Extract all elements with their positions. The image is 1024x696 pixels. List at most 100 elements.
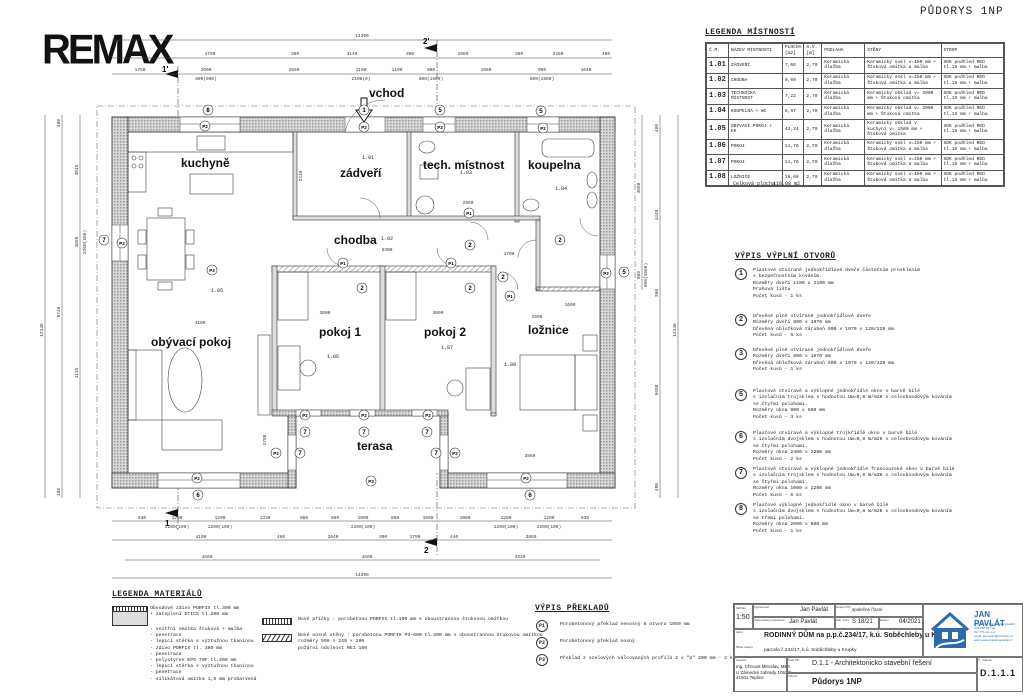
marker-circle-icon (464, 282, 476, 294)
table-cell: Keramický obklad v= 2000 mm + Štuková om… (864, 103, 942, 120)
marker-label: P1 (340, 261, 346, 266)
opening-number-badge: 1 (735, 268, 747, 280)
table-cell: Keramický obklad v kuchyni v= 1500 mm + … (864, 119, 942, 140)
marker-label: 8 (206, 108, 210, 114)
marker-circle-icon (199, 120, 211, 132)
room-number: 1.03 (460, 170, 472, 176)
marker-circle-icon (421, 426, 433, 438)
dimension-label: 900 (300, 515, 308, 521)
dimension-label: 2440 (298, 170, 304, 181)
table-cell: Keramická dlažba (821, 57, 866, 74)
bathtub (541, 138, 595, 158)
room-label-entry: zádveří (340, 166, 382, 180)
floor-plan: kuchyně zádveří tech. místnost koupelna … (39, 33, 679, 579)
dimension-label: 1200 (501, 515, 512, 521)
dimension-label: 600(1500) (643, 263, 649, 287)
room-label-bedroom: ložnice (528, 323, 569, 337)
marker-label: P2 (361, 413, 367, 418)
investor-label: Investor (736, 658, 747, 662)
dimension-label: 1200 (544, 515, 555, 521)
table-cell: 2,70 (803, 57, 823, 74)
marker-label: P2 (540, 126, 546, 131)
marker-circle-icon (299, 426, 311, 438)
opening-description: Plastové otvírané jednokřídlové dveře čá… (753, 268, 920, 299)
table-cell: SDK podhled RED tl.15 mm + malba (940, 72, 1005, 89)
dimension-label: 2280 (553, 51, 564, 57)
marker-label: P3 (209, 268, 215, 273)
marker-circle-icon (445, 257, 457, 269)
marker-label: 5 (622, 270, 626, 276)
table-cell: 9,69 (781, 72, 805, 89)
table-cell: 7,66 (781, 57, 805, 74)
marker-circle-icon (520, 472, 532, 484)
project-label: Akce (736, 630, 743, 634)
table-cell: 1.05 (705, 119, 729, 140)
table-cell: Keramický obklad v= 2000 mm + Štuková om… (864, 88, 942, 105)
marker-label: 2 (501, 275, 505, 281)
dimension-label: 830 (138, 515, 146, 521)
dimension-label: 3000 (320, 310, 331, 316)
marker-circle-icon (434, 104, 446, 116)
column-header: PODLAHA (821, 42, 866, 58)
table-cell: Keramická dlažba (821, 138, 866, 155)
dimension-label: 4500 (362, 554, 373, 560)
marker-circle-icon (524, 489, 536, 501)
marker-circle-icon (299, 409, 311, 421)
dimension-label: 2960 (463, 200, 474, 206)
marker-label: 1 (362, 108, 366, 114)
dimension-label: 1780 (262, 434, 268, 445)
dimension-label: 2000 (201, 67, 212, 73)
dimension-label: 4320 (515, 554, 526, 560)
dimension-label: 860 (391, 515, 399, 521)
table-cell: Keramická dlažba (821, 154, 866, 171)
marker-circle-icon (537, 122, 549, 134)
column-header: STĚNY (864, 42, 942, 58)
table-cell: Keramická dlažba (821, 119, 866, 140)
table-cell: 7,22 (781, 88, 805, 105)
dimension-label: 300 (515, 51, 523, 57)
table-cell: SDK podhled RED tl.15 mm + malba (940, 138, 1005, 155)
table-cell: SDK podhled RED tl.15 mm + malba (940, 57, 1005, 74)
drawn-by-label: Vypracoval (754, 605, 769, 609)
heat-pump (419, 164, 439, 180)
remax-logo: REMAX (42, 26, 174, 74)
dimension-label: 600(1500) (419, 76, 443, 82)
marker-circle-icon (554, 234, 566, 246)
opening-description: Plastové výklopné jednokřídlé okno v bar… (753, 503, 952, 534)
marker-label: 6 (196, 493, 200, 499)
tv-unit (257, 334, 271, 416)
opening-number-badge: 2 (735, 314, 747, 326)
toilet (522, 198, 540, 212)
investor-value: Ing. Chroust Miroslav, MBA U Zámecké zah… (736, 664, 792, 680)
dimension-label: 480 (654, 124, 660, 132)
marker-label: 7 (102, 238, 106, 244)
marker-label: P2 (603, 271, 609, 276)
marker-circle-icon (98, 234, 110, 246)
dimension-label: 9740 (56, 306, 62, 317)
table-cell: 2,70 (803, 119, 823, 140)
marker-circle-icon (294, 447, 306, 459)
outer-wall-text: Obvodové zdivo PORFIX tl.300 mm + zatepl… (150, 606, 240, 618)
dimension-label: 14300 (355, 33, 369, 39)
bed (277, 271, 309, 321)
part-value: D.1.1 - Architektonicko stavební řešení (812, 660, 932, 667)
marker-circle-icon (202, 104, 214, 116)
marker-label: 7 (362, 430, 366, 436)
marker-label: P1 (448, 261, 454, 266)
section-label: 2 (424, 546, 429, 555)
dimension-label: 1100 (356, 67, 367, 73)
room-label-room-1: pokoj 1 (319, 325, 361, 339)
marker-label: P2 (361, 125, 367, 130)
column-header: STROP (940, 42, 1005, 58)
marker-label: 7 (434, 451, 438, 457)
section-label: 2' (423, 37, 429, 46)
opening-description: Plastové otvíravé a výklopné trojkřídlé … (753, 431, 952, 462)
dimension-label: 3000 (433, 310, 444, 316)
dimension-label: 1000 (74, 236, 80, 247)
marker-label: P1 (507, 294, 513, 299)
dimension-label: 12140 (672, 323, 678, 337)
marker-label: P2 (119, 241, 125, 246)
dimension-label: 660 (331, 515, 339, 521)
column-header: S.V.[m] (803, 42, 823, 58)
